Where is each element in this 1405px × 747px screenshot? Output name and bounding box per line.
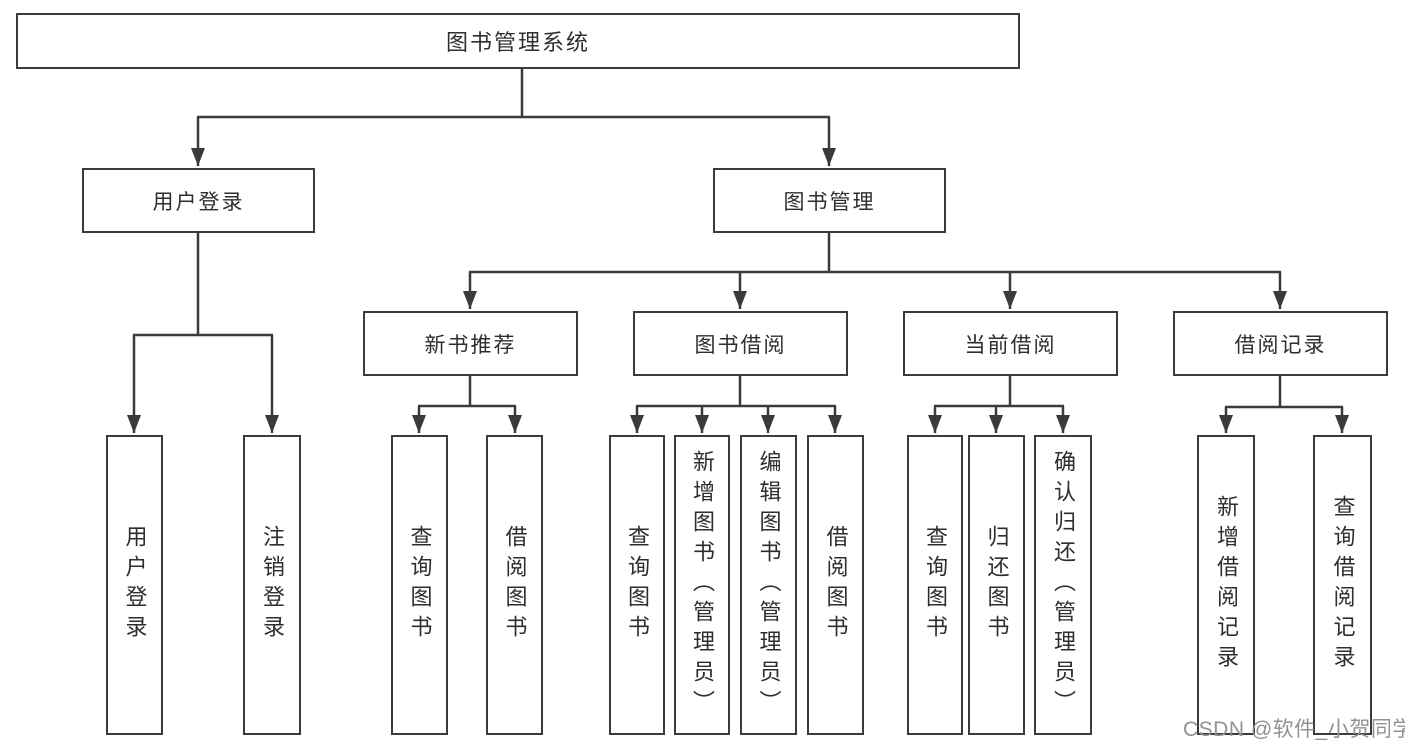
leaf-query-book-recommend-label: 查询图书 bbox=[407, 525, 433, 645]
node-borrow-records: 借阅记录 bbox=[1173, 311, 1388, 376]
leaf-query-borrow-record-label: 查询借阅记录 bbox=[1330, 495, 1356, 675]
leaf-logout-label: 注销登录 bbox=[260, 525, 285, 645]
root-system-label: 图书管理系统 bbox=[445, 30, 590, 55]
leaf-borrow-book-label: 借阅图书 bbox=[823, 525, 849, 645]
book-management-label: 图书管理 bbox=[783, 190, 876, 214]
leaf-return-book: 归还图书 bbox=[968, 435, 1025, 735]
leaf-add-book-admin-label: 新增图书（管理员） bbox=[690, 450, 715, 720]
current-borrow-label: 当前借阅 bbox=[964, 333, 1057, 357]
leaf-borrow-book: 借阅图书 bbox=[807, 435, 864, 735]
node-current-borrow: 当前借阅 bbox=[903, 311, 1118, 376]
leaf-confirm-return-admin: 确认归还（管理员） bbox=[1034, 435, 1092, 735]
new-book-recommend-label: 新书推荐 bbox=[424, 333, 517, 357]
leaf-query-book-borrow: 查询图书 bbox=[609, 435, 665, 735]
leaf-borrow-book-recommend: 借阅图书 bbox=[486, 435, 543, 735]
leaf-query-book-current: 查询图书 bbox=[907, 435, 963, 735]
leaf-query-borrow-record: 查询借阅记录 bbox=[1313, 435, 1372, 735]
borrow-records-label: 借阅记录 bbox=[1234, 333, 1327, 357]
node-book-management: 图书管理 bbox=[713, 168, 946, 233]
node-book-borrow: 图书借阅 bbox=[633, 311, 848, 376]
leaf-return-book-label: 归还图书 bbox=[984, 525, 1010, 645]
leaf-query-book-current-label: 查询图书 bbox=[923, 525, 948, 645]
leaf-query-book-recommend: 查询图书 bbox=[391, 435, 448, 735]
leaf-add-book-admin: 新增图书（管理员） bbox=[674, 435, 730, 735]
csdn-watermark: CSDN @软件_小贺同学 bbox=[1183, 718, 1405, 741]
node-user-login: 用户登录 bbox=[82, 168, 315, 233]
leaf-logout: 注销登录 bbox=[243, 435, 301, 735]
leaf-edit-book-admin-label: 编辑图书（管理员） bbox=[756, 450, 782, 720]
leaf-user-login-label: 用户登录 bbox=[122, 525, 148, 645]
leaf-edit-book-admin: 编辑图书（管理员） bbox=[740, 435, 797, 735]
leaf-user-login: 用户登录 bbox=[106, 435, 163, 735]
book-borrow-label: 图书借阅 bbox=[694, 333, 787, 357]
node-new-book-recommend: 新书推荐 bbox=[363, 311, 578, 376]
node-root-system: 图书管理系统 bbox=[16, 13, 1020, 69]
leaf-borrow-book-recommend-label: 借阅图书 bbox=[502, 525, 528, 645]
leaf-add-borrow-record: 新增借阅记录 bbox=[1197, 435, 1255, 735]
leaf-add-borrow-record-label: 新增借阅记录 bbox=[1214, 495, 1239, 675]
user-login-label: 用户登录 bbox=[152, 190, 245, 214]
leaf-confirm-return-admin-label: 确认归还（管理员） bbox=[1051, 450, 1076, 720]
leaf-query-book-borrow-label: 查询图书 bbox=[625, 525, 650, 645]
